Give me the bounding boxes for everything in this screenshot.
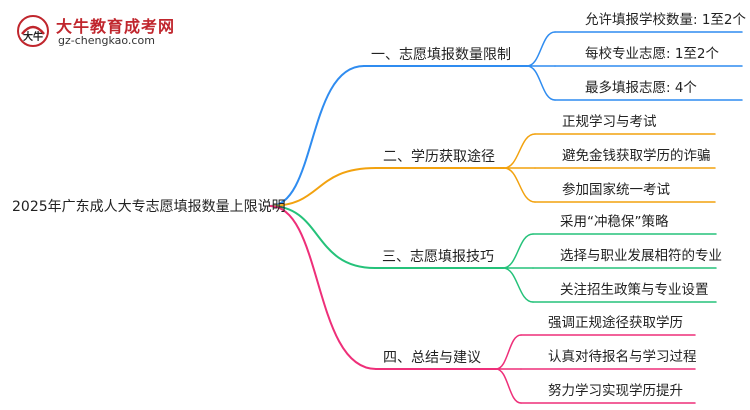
leaf-4-3: 努力学习实现学历提升 <box>548 383 683 399</box>
leaf-connector-2-1 <box>503 133 536 169</box>
leaf-3-3: 关注招生政策与专业设置 <box>560 282 709 298</box>
branch-label-1: 一、志愿填报数量限制 <box>371 47 511 63</box>
mindmap-root: 2025年广东成人大专志愿填报数量上限说明 <box>12 199 286 215</box>
leaf-connector-3-3 <box>502 267 534 303</box>
branch-label-2: 二、学历获取途径 <box>383 149 495 165</box>
leaf-4-1: 强调正规途径获取学历 <box>548 315 683 331</box>
leaf-1-1: 允许填报学校数量: 1至2个 <box>585 12 747 28</box>
leaf-3-1: 采用“冲稳保”策略 <box>560 214 669 230</box>
branch-curve-3 <box>269 205 376 269</box>
leaf-connector-3-1 <box>502 233 534 269</box>
leaf-1-2: 每校专业志愿: 1至2个 <box>585 46 720 62</box>
logo-mark-text: 大牛 <box>23 30 43 43</box>
leaf-connector-4-1 <box>495 334 522 370</box>
leaf-2-1: 正规学习与考试 <box>562 114 657 130</box>
leaf-connector-1-1 <box>526 31 556 67</box>
branch-label-4: 四、总结与建议 <box>383 350 481 366</box>
branch-curve-4 <box>269 205 377 370</box>
leaf-2-2: 避免金钱获取学历的诈骗 <box>562 148 711 164</box>
logo-title: 大牛教育成考网 <box>56 17 176 36</box>
leaf-3-2: 选择与职业发展相符的专业 <box>560 248 722 264</box>
leaf-4-2: 认真对待报名与学习过程 <box>548 349 697 365</box>
site-logo[interactable]: 大牛 大牛教育成考网 gz-chengkao.com <box>10 10 180 52</box>
leaf-2-3: 参加国家统一考试 <box>562 182 670 198</box>
branch-curve-1 <box>269 65 365 207</box>
leaf-connector-2-3 <box>503 167 536 203</box>
branch-label-3: 三、志愿填报技巧 <box>382 249 494 265</box>
leaf-connector-4-3 <box>495 368 522 404</box>
logo-url: gz-chengkao.com <box>58 34 155 47</box>
logo-mark-icon: 大牛 <box>17 15 49 47</box>
branch-curve-2 <box>269 167 377 207</box>
leaf-1-3: 最多填报志愿: 4个 <box>585 80 697 96</box>
leaf-connector-1-3 <box>526 65 556 101</box>
